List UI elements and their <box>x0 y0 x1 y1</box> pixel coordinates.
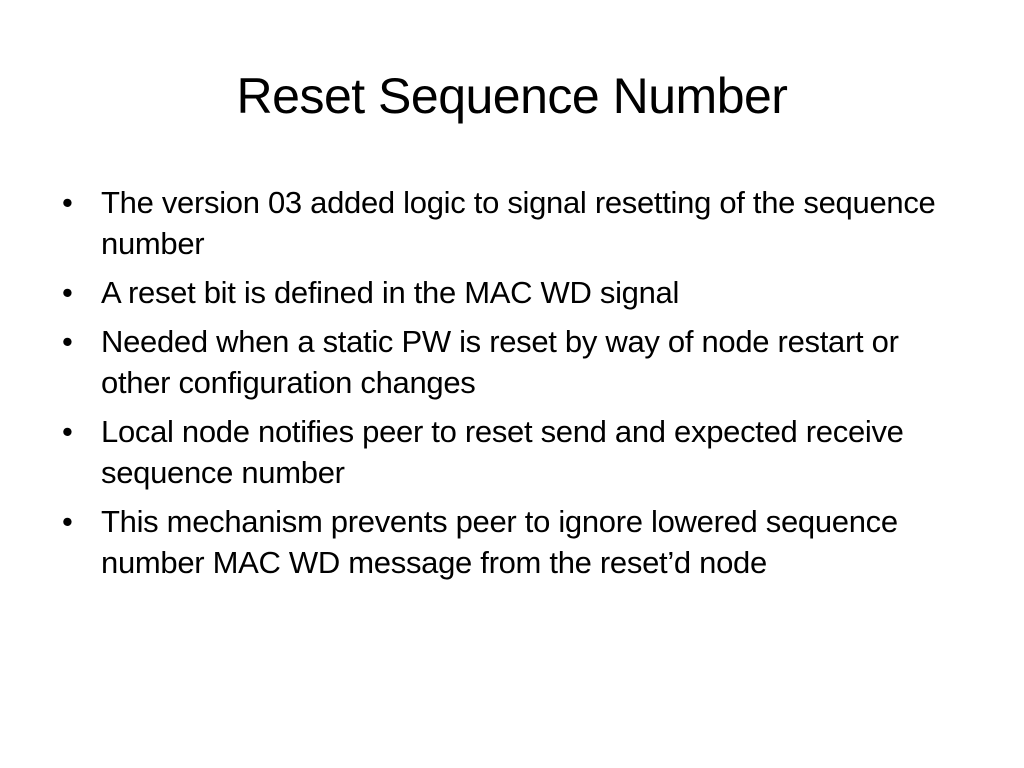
list-item: • This mechanism prevents peer to ignore… <box>62 501 972 583</box>
list-item: • Needed when a static PW is reset by wa… <box>62 321 972 403</box>
bullet-icon: • <box>62 324 73 359</box>
slide-title: Reset Sequence Number <box>236 68 788 124</box>
list-item: • Local node notifies peer to reset send… <box>62 411 972 493</box>
bullet-text: A reset bit is defined in the MAC WD sig… <box>101 275 680 310</box>
bullet-icon: • <box>62 185 73 220</box>
bullet-text: Needed when a static PW is reset by way … <box>101 324 899 400</box>
bullet-icon: • <box>62 275 73 310</box>
list-item: • The version 03 added logic to signal r… <box>62 182 972 264</box>
bullet-list: • The version 03 added logic to signal r… <box>62 182 972 591</box>
bullet-text: Local node notifies peer to reset send a… <box>101 414 904 490</box>
list-item: • A reset bit is defined in the MAC WD s… <box>62 272 972 313</box>
bullet-icon: • <box>62 414 73 449</box>
bullet-text: This mechanism prevents peer to ignore l… <box>101 504 898 580</box>
bullet-icon: • <box>62 504 73 539</box>
bullet-text: The version 03 added logic to signal res… <box>101 185 936 261</box>
